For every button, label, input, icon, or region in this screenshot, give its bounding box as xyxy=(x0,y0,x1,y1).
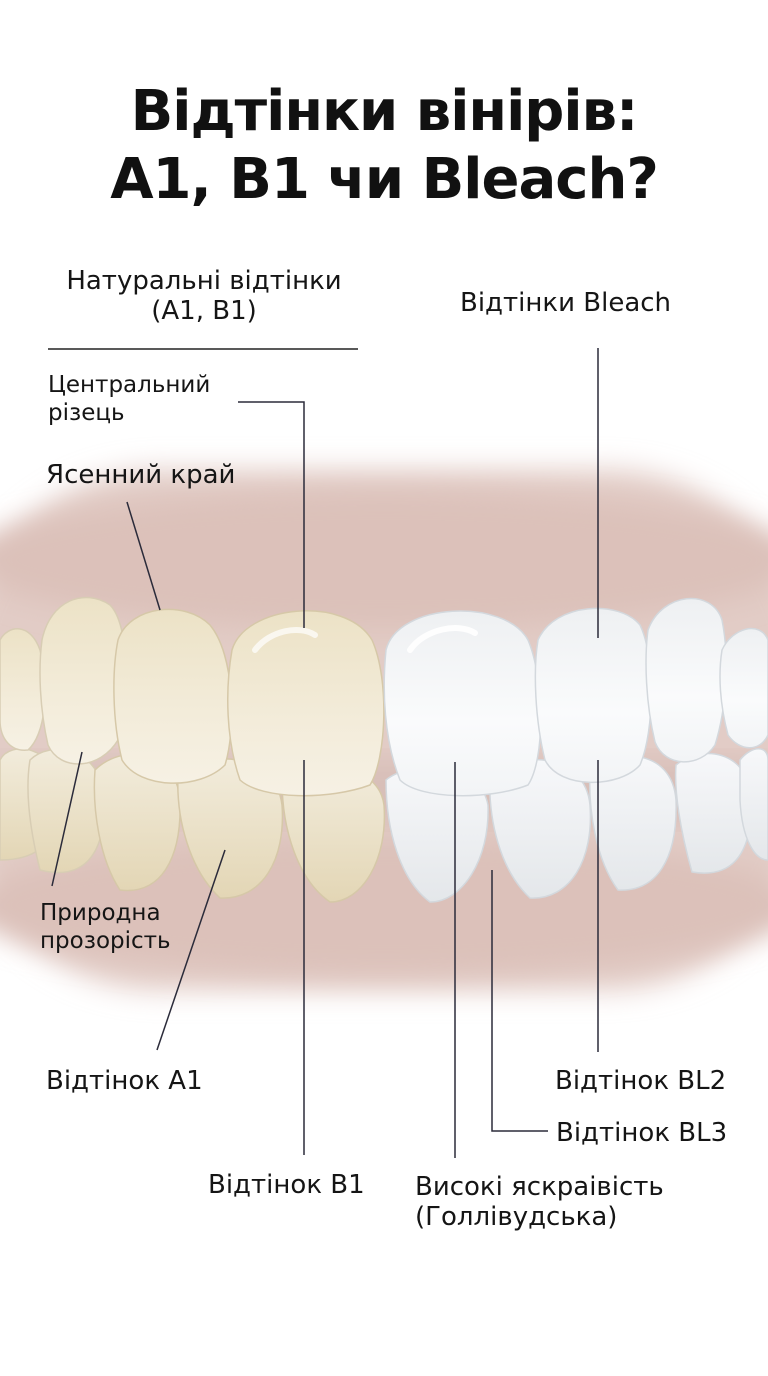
lower-teeth xyxy=(0,748,768,903)
natural-translucency-line-1: Природна xyxy=(40,900,161,926)
natural-group-line-1: Натуральні відтінки xyxy=(66,266,342,296)
title-line-1: Відтінки вінірів: xyxy=(130,79,639,144)
natural-translucency-label: Природна прозорість xyxy=(40,899,171,955)
central-incisor-line-1: Центральний xyxy=(48,372,211,398)
natural-group-label: Натуральні відтінки (A1, B1) xyxy=(44,266,364,326)
page-title: Відтінки вінірів: A1, B1 чи Bleach? xyxy=(0,78,768,214)
natural-translucency-line-2: прозорість xyxy=(40,928,171,954)
bleach-group-label: Відтінки Bleach xyxy=(460,288,672,318)
shade-b1-label: Відтінок B1 xyxy=(208,1170,365,1200)
leader-central-incisor xyxy=(238,401,305,628)
leader-natural-translucency xyxy=(51,751,83,887)
gum-edge-label: Ясенний край xyxy=(46,460,236,490)
shade-bl2-label: Відтінок BL2 xyxy=(555,1066,727,1096)
central-incisor-line-2: різець xyxy=(48,400,125,426)
high-brightness-line-1: Високі яскраівість xyxy=(415,1172,664,1202)
shade-bl3-label: Відтінок BL3 xyxy=(556,1118,728,1148)
high-brightness-line-2: (Голлівудська) xyxy=(415,1202,618,1232)
upper-teeth xyxy=(0,596,768,797)
shade-a1-label: Відтінок A1 xyxy=(46,1066,203,1096)
high-brightness-label: Високі яскраівість (Голлівудська) xyxy=(415,1172,664,1232)
leader-lines xyxy=(51,348,599,1158)
natural-group-line-2: (A1, B1) xyxy=(151,296,257,326)
central-incisor-label: Центральний різець xyxy=(48,371,210,427)
leader-shade-bl3 xyxy=(491,870,548,1132)
title-line-2: A1, B1 чи Bleach? xyxy=(110,147,659,212)
leader-gum-edge xyxy=(126,501,161,611)
leader-shade-a1 xyxy=(156,849,226,1051)
